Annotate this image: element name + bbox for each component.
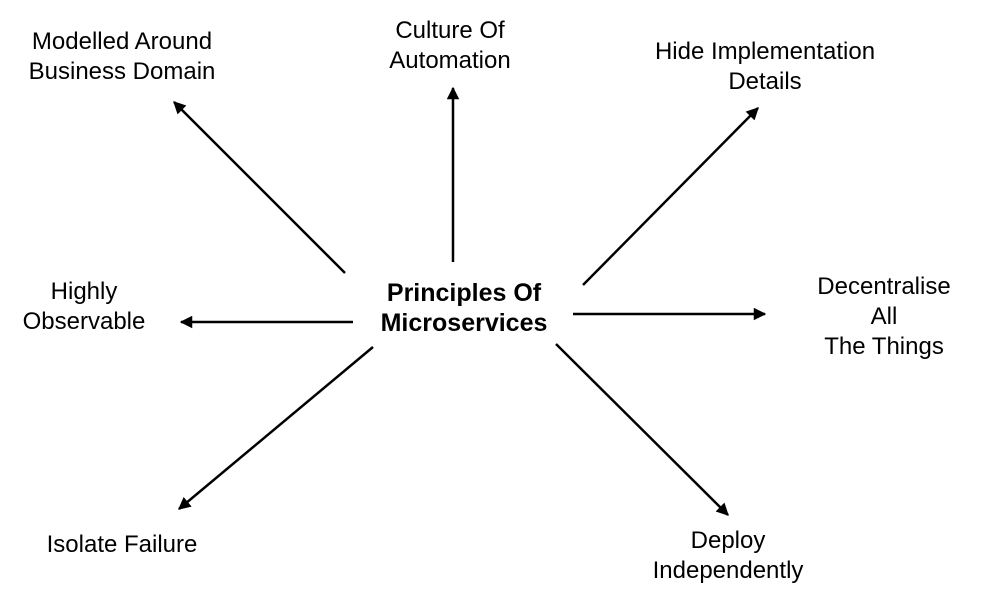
node-isolate-failure: Isolate Failure — [46, 531, 198, 558]
arrow-group — [173, 86, 767, 516]
node-highly-observable: Highly Observable — [22, 278, 146, 335]
node-principles-of-microservices: Principles Of Microservices — [380, 279, 548, 337]
arrow-to-deploy-independently — [555, 343, 729, 516]
node-deploy-independently: Deploy Independently — [652, 527, 804, 584]
node-culture-of-automation: Culture Of Automation — [389, 17, 511, 74]
arrow-to-isolate-failure — [178, 346, 374, 510]
node-decentralise-all-the-things: Decentralise All The Things — [817, 273, 951, 360]
arrow-to-modelled-around-business-domain — [173, 101, 346, 274]
node-modelled-around-business-domain: Modelled Around Business Domain — [28, 28, 216, 85]
arrow-to-hide-implementation-details — [582, 107, 759, 286]
node-hide-implementation-details: Hide Implementation Details — [654, 38, 876, 95]
